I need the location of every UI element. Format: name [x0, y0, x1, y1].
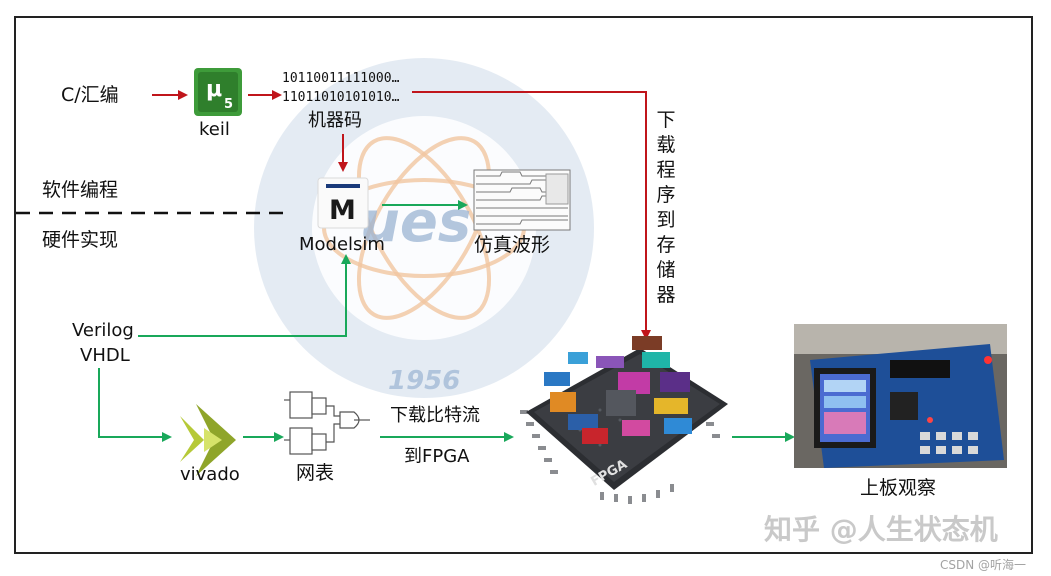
hdl-vhdl-label: VHDL — [80, 345, 130, 366]
zhihu-watermark: 知乎 @人生状态机 — [764, 513, 998, 546]
machine-code-label: 机器码 — [308, 110, 362, 131]
download-char: 程 — [656, 159, 676, 181]
download-char: 储 — [656, 259, 676, 281]
svg-text:5: 5 — [224, 97, 233, 112]
arrow-hdl-to-modelsim — [138, 254, 351, 337]
download-char: 到 — [656, 209, 676, 231]
seal-letters: ues — [360, 190, 472, 255]
hardware-side-label: 硬件实现 — [42, 229, 119, 251]
waveform-label: 仿真波形 — [474, 234, 551, 256]
download-char: 下 — [656, 109, 676, 131]
board-observe-label: 上板观察 — [860, 477, 937, 499]
bitstream-label-2: 到FPGA — [404, 446, 470, 467]
arrow-binary-to-memory — [412, 91, 651, 340]
download-char: 存 — [656, 234, 676, 256]
csdn-watermark: CSDN @听海一 — [940, 558, 1027, 572]
seal-year: 1956 — [388, 366, 461, 396]
binary-line-1: 10110011111000… — [282, 71, 400, 86]
download-char: 载 — [656, 134, 676, 156]
keil-label: keil — [199, 119, 230, 140]
c-source-label: C/汇编 — [61, 84, 119, 106]
svg-text:M: M — [329, 195, 356, 226]
netlist-label: 网表 — [296, 462, 335, 484]
vivado-label: vivado — [180, 464, 240, 485]
arrow-hdl-to-vivado — [98, 368, 172, 442]
modelsim-label: Modelsim — [299, 234, 385, 255]
download-program-label: 下 载 程 序 到 存 储 器 — [654, 108, 678, 308]
download-char: 器 — [656, 284, 676, 306]
bitstream-label-1: 下载比特流 — [390, 405, 480, 426]
software-side-label: 软件编程 — [42, 179, 119, 201]
download-char: 序 — [656, 184, 676, 206]
binary-line-2: 11011010101010… — [282, 90, 400, 105]
hdl-verilog-label: Verilog — [72, 320, 134, 341]
svg-text:μ: μ — [206, 77, 222, 102]
